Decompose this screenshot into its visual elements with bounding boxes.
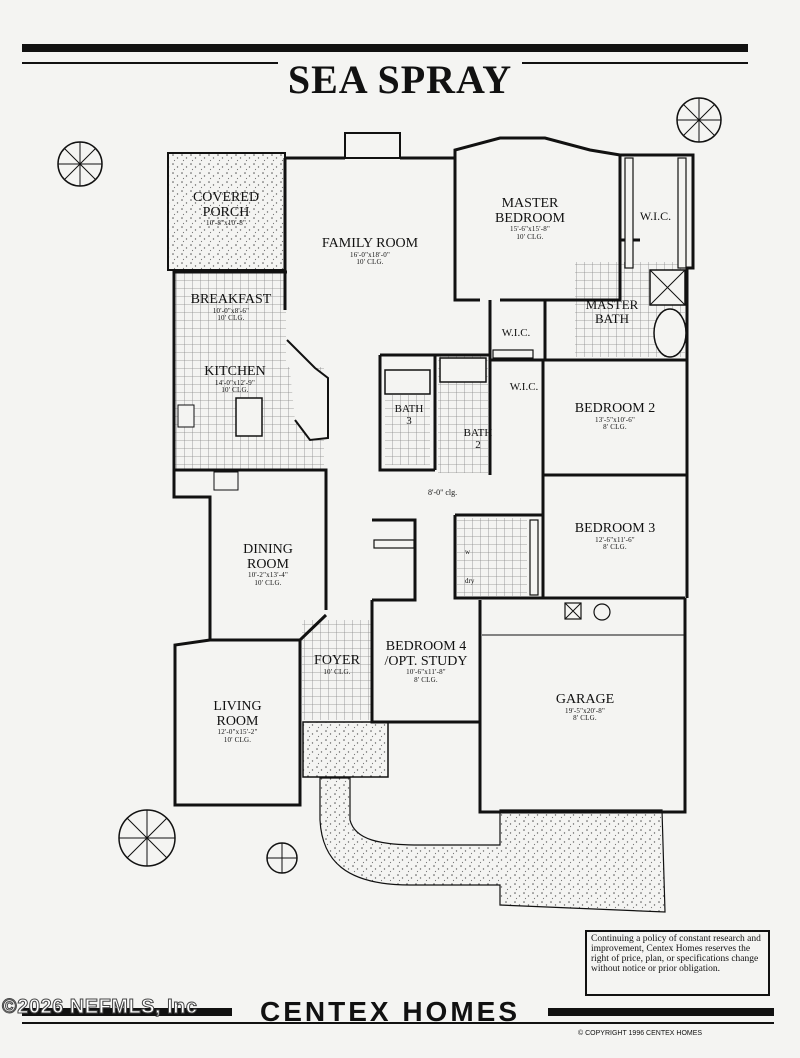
wic-3-label: W.I.C. — [509, 381, 539, 393]
bottom-rule-thick — [22, 1008, 232, 1016]
living-room-label: LIVING ROOM 12'-0"x15'-2" 10' CLG. — [213, 699, 262, 744]
policy-notice: Continuing a policy of constant research… — [585, 930, 770, 996]
bath-3-tile — [385, 395, 430, 465]
top-rule-thick — [22, 44, 748, 52]
tree-icon — [57, 97, 722, 874]
plan-title: SEA SPRAY — [0, 56, 800, 103]
kitchen-range — [213, 471, 239, 491]
brand-wordmark: CENTEX HOMES — [259, 996, 521, 1027]
foyer-tile — [302, 620, 372, 720]
garage-label: GARAGE 19'-5"x20'-8" 8' CLG. — [555, 692, 615, 723]
family-room-label: FAMILY ROOM 16'-0"x18'-0" 10' CLG. — [321, 236, 419, 267]
dining-room-label: DINING ROOM 10'-2"x13'-4" 10' CLG. — [243, 542, 293, 587]
master-tub — [653, 308, 687, 358]
bath-2-label: BATH 2 — [463, 427, 493, 451]
closet-shelving — [373, 157, 687, 596]
mls-watermark: ©2026 NEFMLS, Inc — [2, 996, 198, 1019]
kitchen-island — [235, 397, 263, 437]
covered-porch-label: COVERED PORCH 10'-8"x10'-8" — [192, 190, 260, 228]
kitchen-angled-counter — [286, 339, 329, 442]
garage-fixture-circle — [593, 603, 611, 621]
bedroom-2-label: BEDROOM 2 13'-5"x10'-6" 8' CLG. — [574, 401, 656, 432]
entry-walk — [302, 721, 389, 778]
master-bath-label: MASTER BATH — [585, 297, 639, 326]
laundry-tile — [457, 518, 527, 596]
walls — [172, 132, 695, 814]
laundry-washer-label: w — [465, 548, 471, 556]
breakfast-tile — [174, 272, 286, 367]
wic-master-label: W.I.C. — [639, 209, 672, 223]
kitchen-label: KITCHEN 14'-0"x12'-9" 10' CLG. — [204, 364, 266, 395]
copyright-text: © COPYRIGHT 1996 CENTEX HOMES — [578, 1030, 703, 1037]
foyer-label: FOYER 10' CLG. — [314, 653, 360, 676]
breakfast-label: BREAKFAST 10'-0"x8'-6" 10' CLG. — [190, 292, 272, 323]
hall-ceiling-note: 8'-0" clg. — [428, 488, 458, 497]
bedroom-4-label: BEDROOM 4 /OPT. STUDY 10'-6"x11'-8" 8' C… — [384, 639, 468, 684]
kitchen-sink — [177, 404, 195, 428]
front-walkway — [319, 777, 666, 913]
bath-3-label: BATH 3 — [394, 403, 424, 427]
bottom-rule-thin — [22, 1022, 774, 1024]
bedroom-3-label: BEDROOM 3 12'-6"x11'-6" 8' CLG. — [574, 521, 656, 552]
laundry-dryer-label: dry — [465, 577, 475, 585]
wic-2-label: W.I.C. — [501, 327, 531, 339]
bath-2-tub — [439, 357, 487, 383]
bottom-rule-thick-right — [548, 1008, 774, 1016]
bath-3-tub — [384, 369, 431, 395]
master-bedroom-label: MASTER BEDROOM 15'-6"x15'-8" 10' CLG. — [494, 196, 565, 241]
